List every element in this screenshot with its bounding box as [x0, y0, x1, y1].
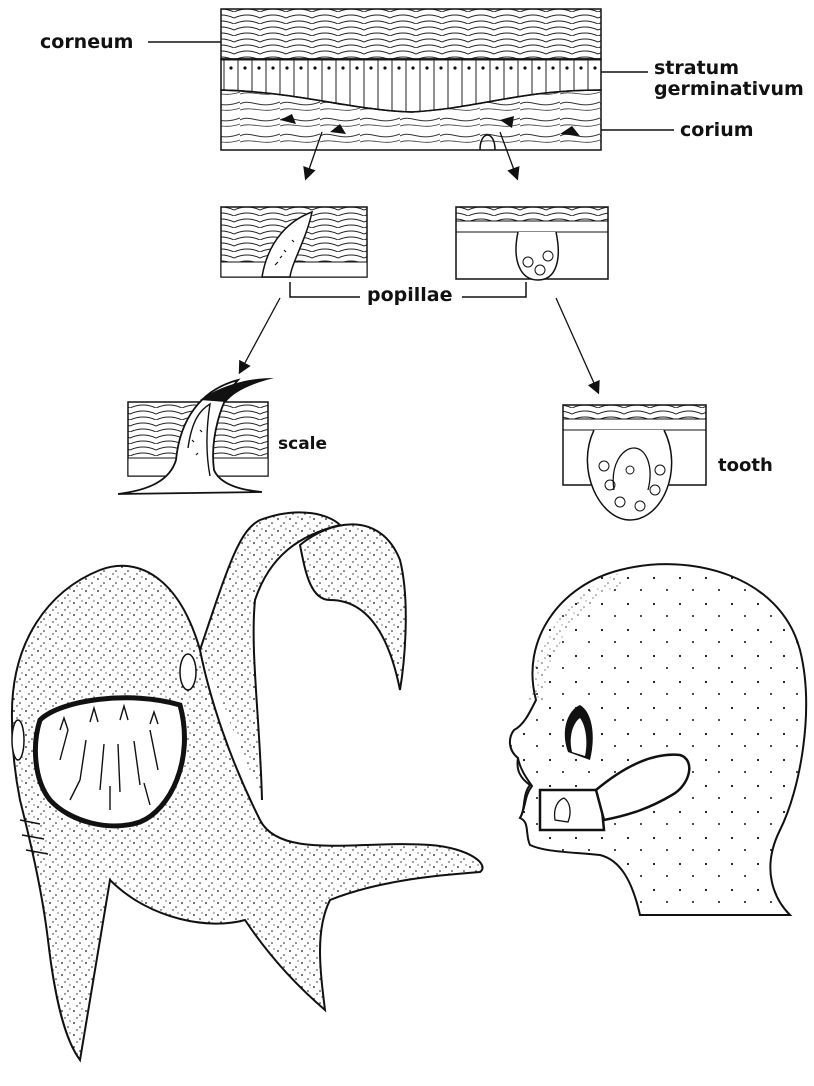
label-corium: corium — [680, 121, 754, 140]
label-papillae: popillae — [367, 286, 453, 305]
tooth-papilla-diagram — [456, 207, 608, 280]
scale-diagram — [118, 378, 274, 494]
arrows-level2 — [240, 298, 598, 392]
label-corneum: corneum — [40, 33, 133, 52]
tooth-diagram — [563, 405, 706, 520]
label-germinativum: germinativum — [654, 80, 804, 99]
human-head-illustration — [510, 564, 806, 915]
label-tooth: tooth — [718, 457, 773, 475]
label-scale: scale — [278, 436, 327, 453]
label-stratum: stratum — [654, 59, 739, 78]
scale-papilla-diagram — [221, 207, 367, 277]
skin-section-top — [221, 9, 601, 150]
shark-illustration — [12, 512, 483, 1060]
